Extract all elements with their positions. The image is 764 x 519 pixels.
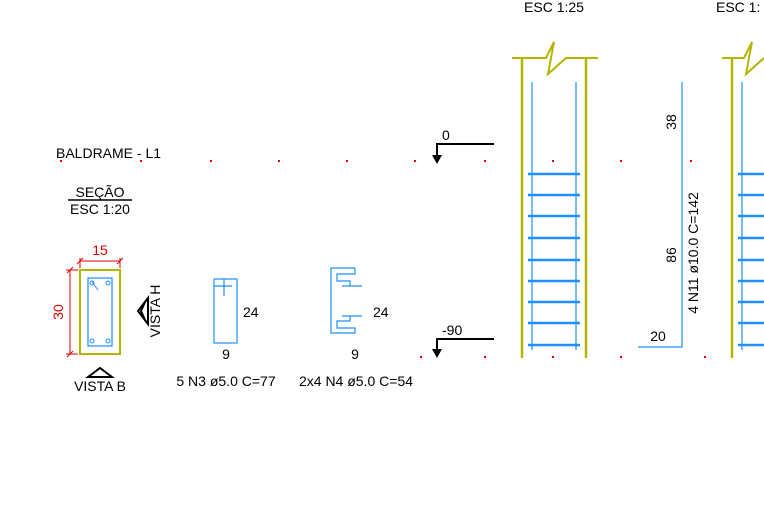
dimension-width [76, 257, 124, 268]
rebar-dot [105, 280, 111, 286]
dimension-width-value: 15 [92, 242, 108, 258]
stirrup-n3-height: 24 [243, 304, 259, 320]
bar-label: 4 N11 ø10.0 C=142 [685, 192, 701, 314]
section-scale: ESC 1:20 [70, 201, 130, 217]
rebar-dot [89, 338, 95, 344]
guide-dots-top [60, 160, 692, 162]
level-top-value: 0 [442, 127, 450, 143]
stirrup-n4-width: 9 [351, 346, 359, 362]
longitudinal-bar-n11 [638, 82, 683, 348]
level-top-arrow-icon [432, 155, 442, 164]
level-marker-bottom [436, 338, 494, 352]
stirrup-n4-height: 24 [373, 304, 389, 320]
stirrup-n3-label: 5 N3 ø5.0 C=77 [176, 373, 275, 389]
cross-section [79, 269, 121, 355]
level-bottom-arrow-icon [432, 349, 442, 358]
scale-label-2: ESC 1: [716, 0, 760, 15]
hook-line [91, 281, 99, 291]
elevation-view-1 [512, 41, 598, 358]
level-bottom-value: -90 [442, 322, 462, 338]
scale-label-1: ESC 1:25 [524, 0, 584, 15]
view-h-arrow-icon [136, 295, 149, 327]
break-line [722, 41, 764, 77]
break-line [512, 41, 598, 77]
guide-dots-bottom [420, 356, 706, 358]
bar-middle-length: 86 [663, 247, 679, 263]
stirrup-n3-width: 9 [222, 346, 230, 362]
rebar-dot [105, 338, 111, 344]
drawing-title: BALDRAME - L1 [56, 145, 161, 161]
view-h-label: VISTA H [147, 285, 163, 338]
stirrup-in-section [87, 277, 113, 347]
stirrup-n4-shape [330, 267, 362, 334]
level-marker-top [436, 143, 494, 158]
view-b-arrow-icon [85, 366, 115, 378]
dimension-height-value: 30 [50, 304, 66, 320]
bar-top-length: 38 [663, 114, 679, 130]
section-label: SEÇÃO [75, 184, 124, 200]
dimension-height [66, 266, 78, 358]
stirrup-n3-shape [213, 278, 238, 344]
view-b-label: VISTA B [74, 378, 126, 394]
bar-hook-length: 20 [650, 328, 666, 344]
rebar-dot [89, 280, 95, 286]
stirrup-n4-label: 2x4 N4 ø5.0 C=54 [299, 373, 413, 389]
elevation-view-2 [722, 41, 764, 358]
concrete-outline [79, 269, 121, 355]
